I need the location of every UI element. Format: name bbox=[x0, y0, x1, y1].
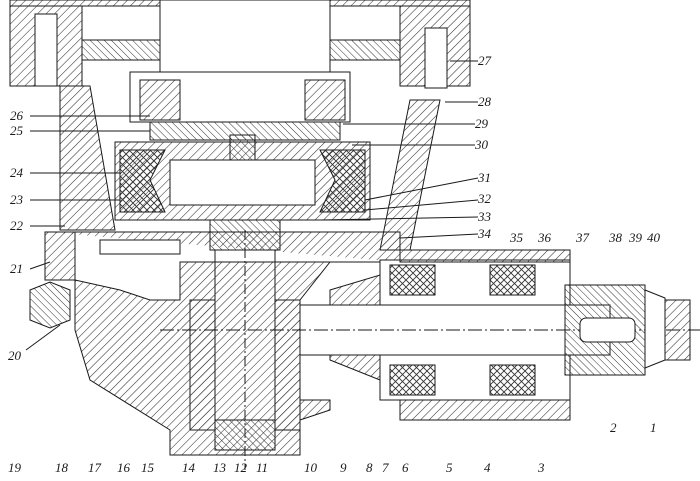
label-15: 15 bbox=[141, 460, 155, 475]
label-9: 9 bbox=[340, 460, 347, 475]
label-33: 33 bbox=[477, 209, 492, 224]
pulley-assembly bbox=[114, 134, 371, 221]
label-25: 25 bbox=[10, 123, 24, 138]
label-8: 8 bbox=[366, 460, 373, 475]
label-34: 34 bbox=[477, 226, 492, 241]
label-13: 13 bbox=[213, 460, 227, 475]
label-4: 4 bbox=[484, 460, 491, 475]
label-29: 29 bbox=[475, 116, 489, 131]
label-35: 35 bbox=[509, 230, 524, 245]
label-6: 6 bbox=[402, 460, 409, 475]
label-14: 14 bbox=[182, 460, 196, 475]
label-38: 38 bbox=[608, 230, 623, 245]
label-22: 22 bbox=[10, 218, 24, 233]
label-30: 30 bbox=[474, 137, 489, 152]
label-17: 17 bbox=[88, 460, 102, 475]
label-1: 1 bbox=[650, 420, 657, 435]
label-10: 10 bbox=[304, 460, 318, 475]
leader-lines bbox=[25, 60, 479, 351]
label-3: 3 bbox=[537, 460, 545, 475]
label-39: 39 bbox=[628, 230, 643, 245]
label-32: 32 bbox=[477, 191, 492, 206]
label-21: 21 bbox=[10, 261, 23, 276]
label-24: 24 bbox=[10, 165, 24, 180]
label-27: 27 bbox=[478, 53, 492, 68]
label-28: 28 bbox=[478, 94, 492, 109]
label-18: 18 bbox=[55, 460, 69, 475]
label-31: 31 bbox=[477, 170, 491, 185]
label-37: 37 bbox=[575, 230, 590, 245]
label-26: 26 bbox=[10, 108, 24, 123]
label-19: 19 bbox=[8, 460, 22, 475]
label-16: 16 bbox=[117, 460, 131, 475]
upper-housing bbox=[9, 0, 471, 251]
label-2: 2 bbox=[610, 420, 617, 435]
label-11: 11 bbox=[256, 460, 268, 475]
label-20: 20 bbox=[8, 348, 22, 363]
horizontal-shaft bbox=[160, 249, 700, 421]
label-12: 12 bbox=[234, 460, 248, 475]
label-7: 7 bbox=[382, 460, 389, 475]
part-labels: 27 28 29 30 31 32 33 34 35 36 37 38 39 4… bbox=[8, 53, 661, 475]
label-23: 23 bbox=[10, 192, 24, 207]
label-5: 5 bbox=[446, 460, 453, 475]
lower-housing bbox=[29, 231, 401, 456]
label-36: 36 bbox=[537, 230, 552, 245]
label-40: 40 bbox=[647, 230, 661, 245]
